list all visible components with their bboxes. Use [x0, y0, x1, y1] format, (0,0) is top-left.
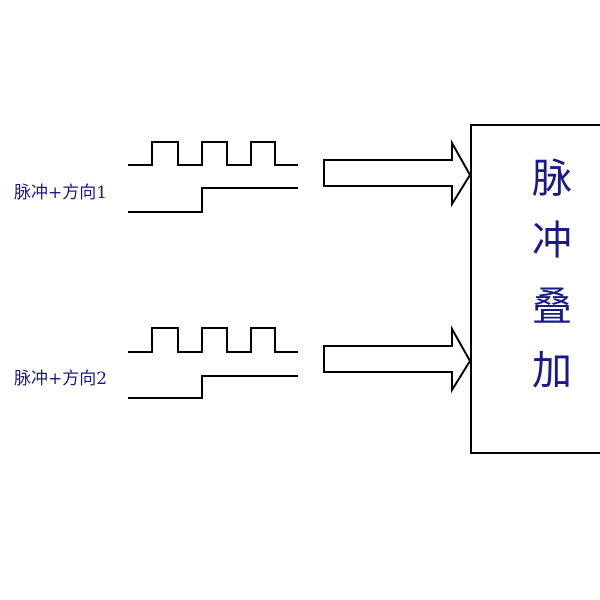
input-arrow-1 [323, 139, 472, 208]
pulse-superposition-block: 脉 冲 叠 加 [470, 124, 600, 454]
block-char-4: 加 [532, 348, 572, 394]
block-char-1: 脉 [532, 156, 572, 202]
input-channel-1: 脉冲+方向1 [14, 139, 472, 213]
pulse-waveform-2 [128, 327, 298, 353]
pulse-waveform-1 [128, 141, 298, 166]
direction-waveform-2 [128, 375, 298, 399]
direction-waveform-1 [128, 187, 298, 213]
block-frame [470, 124, 600, 454]
input-label-2: 脉冲+方向2 [14, 369, 107, 389]
block-char-3: 叠 [532, 284, 572, 330]
input-label-1: 脉冲+方向1 [14, 183, 107, 203]
input-channel-2: 脉冲+方向2 [14, 325, 472, 399]
block-char-2: 冲 [532, 218, 572, 264]
input-arrow-2 [323, 325, 472, 394]
